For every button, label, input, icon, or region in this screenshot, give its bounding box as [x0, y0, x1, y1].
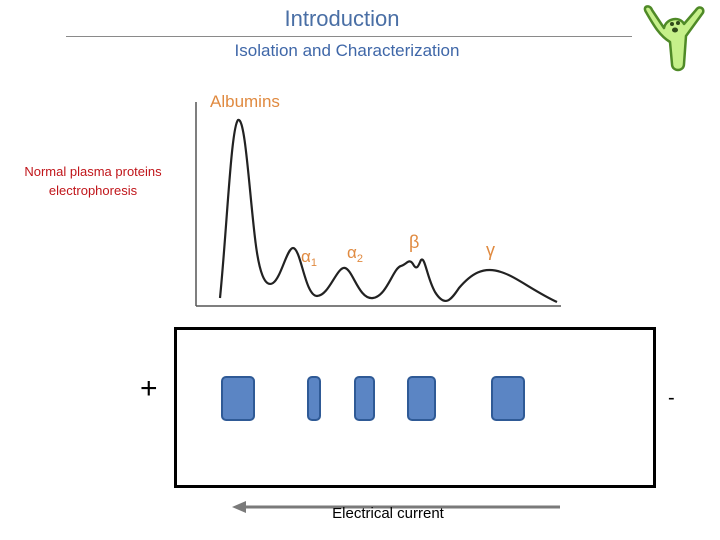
side-label-line-1: Normal plasma proteins	[24, 164, 162, 179]
electrical-current-label: Electrical current	[332, 505, 444, 522]
alpha2-subscript: 2	[357, 253, 363, 265]
gel-band-albumins	[221, 376, 255, 421]
gel-band-alpha1	[307, 376, 321, 421]
slide-subtitle: Isolation and Characterization	[234, 41, 460, 60]
side-label-line-2: electrophoresis	[48, 183, 138, 198]
peak-label-beta: β	[409, 232, 419, 252]
peak-label-gamma: γ	[486, 240, 495, 260]
alpha2-symbol: α	[347, 243, 357, 262]
alpha1-symbol: α	[301, 247, 311, 266]
gel-band-gamma	[491, 376, 525, 421]
side-label: Normal plasma proteins electrophoresis	[2, 162, 184, 200]
peak-label-alpha1: α1	[301, 247, 317, 269]
electrophoresis-graph: Albumins α1 α2 β γ	[195, 92, 561, 307]
slide-title: Introduction	[284, 6, 400, 31]
gel-band-alpha2	[354, 376, 375, 421]
peak-label-alpha2: α2	[347, 243, 363, 265]
positive-electrode-label: +	[140, 372, 158, 405]
gel-box	[174, 327, 656, 488]
peak-label-albumins: Albumins	[210, 92, 280, 111]
title-divider	[66, 36, 632, 37]
current-direction-arrow	[232, 501, 560, 513]
alpha1-subscript: 1	[311, 257, 317, 269]
densitometry-curve	[218, 118, 558, 304]
negative-electrode-label: -	[668, 387, 675, 409]
mascot-logo-icon	[643, 5, 705, 72]
gel-band-beta	[407, 376, 436, 421]
